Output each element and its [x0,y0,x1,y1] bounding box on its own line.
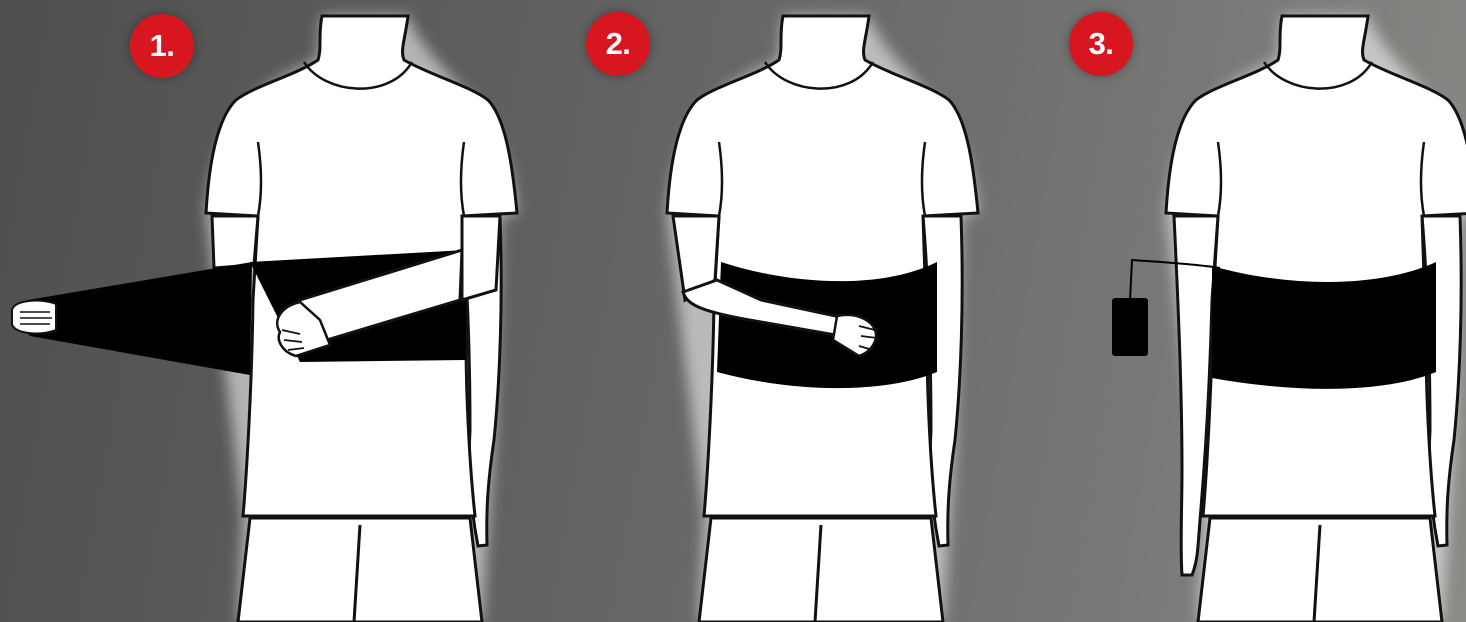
step-2-badge: 2. [586,12,650,76]
step-2-figure [667,16,978,622]
step-1-badge: 1. [130,14,194,78]
left-hand [12,301,56,334]
controller-pack-icon [1112,298,1148,356]
step-3-badge: 3. [1069,12,1133,76]
step-3-figure [1112,16,1466,622]
belt-strap-left [23,262,252,375]
step-1-figure [12,16,517,622]
